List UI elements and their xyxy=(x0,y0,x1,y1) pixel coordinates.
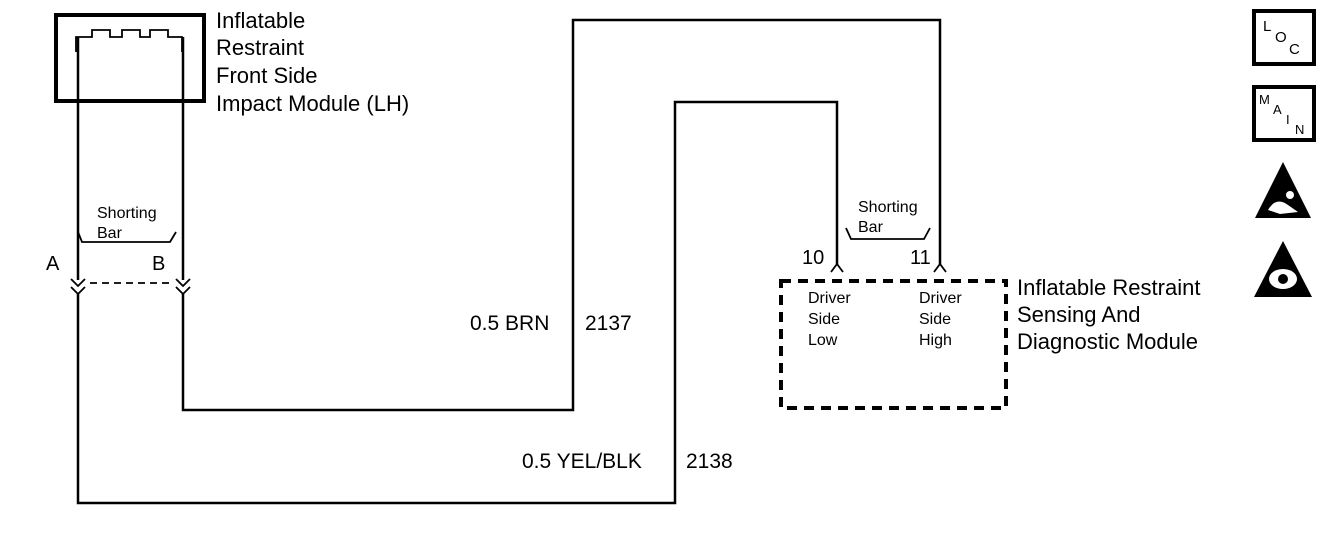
main-icon[interactable]: M A I N xyxy=(1252,85,1316,142)
airbag-caution-icon[interactable] xyxy=(1254,241,1312,297)
pin-10-caret xyxy=(830,262,844,273)
loc-icon[interactable]: L O C xyxy=(1252,9,1316,66)
terminal-a-chevron-2 xyxy=(70,286,86,296)
impact-module-line-2: Restraint xyxy=(216,35,304,60)
terminal-a-label: A xyxy=(46,253,60,275)
main-letter-m: M xyxy=(1259,92,1270,107)
brn-wire-label: 0.5 BRN xyxy=(470,312,549,335)
shorting-bar-right-label-1: Shorting xyxy=(858,199,918,216)
shorting-bar-left-label-2: Bar xyxy=(97,225,123,242)
pin-11-label: 11 xyxy=(910,247,931,269)
wire-yelblk-2138 xyxy=(76,100,839,505)
shorting-bar-bracket-right xyxy=(845,227,931,240)
main-letter-i: I xyxy=(1286,112,1290,127)
main-letter-a: A xyxy=(1273,102,1282,117)
impact-module-line-3: Front Side xyxy=(216,63,318,88)
impact-module-box xyxy=(54,13,206,103)
main-letter-n: N xyxy=(1295,122,1304,137)
pin-10-desc-3: Low xyxy=(808,332,838,349)
pin-10-desc-1: Driver xyxy=(808,290,851,307)
loc-letter-l: L xyxy=(1263,18,1271,35)
sdm-line-1: Inflatable Restraint xyxy=(1017,275,1200,300)
loc-letter-c: C xyxy=(1289,41,1300,58)
yelblk-circuit-number: 2138 xyxy=(686,450,733,473)
pin-11-desc-2: Side xyxy=(919,311,951,328)
pin-11-desc-1: Driver xyxy=(919,290,962,307)
terminal-b-chevron-2 xyxy=(175,286,191,296)
terminal-b-chevron xyxy=(175,278,191,288)
impact-module-line-4: Impact Module (LH) xyxy=(216,91,409,116)
sdm-line-3: Diagnostic Module xyxy=(1017,329,1198,354)
pin-11-caret xyxy=(933,262,947,273)
brn-circuit-number: 2137 xyxy=(585,312,632,335)
wire-brn-2137 xyxy=(181,18,942,412)
terminal-b-label: B xyxy=(152,253,165,275)
pin-10-desc-2: Side xyxy=(808,311,840,328)
sdm-line-2: Sensing And xyxy=(1017,302,1141,327)
sdm-dashed-box xyxy=(779,279,1008,410)
shorting-bar-left-label-1: Shorting xyxy=(97,205,157,222)
shorting-bar-bracket-left xyxy=(77,231,177,243)
pin-11-desc-3: High xyxy=(919,332,952,349)
shorting-bar-right-label-2: Bar xyxy=(858,219,884,236)
terminal-a-chevron xyxy=(70,278,86,288)
loc-letter-o: O xyxy=(1275,29,1287,46)
yelblk-wire-label: 0.5 YEL/BLK xyxy=(522,450,642,473)
module-connector-symbol xyxy=(75,29,183,52)
pin-10-label: 10 xyxy=(802,247,824,269)
impact-module-line-1: Inflatable xyxy=(216,8,305,33)
esd-warning-icon[interactable] xyxy=(1255,162,1311,218)
